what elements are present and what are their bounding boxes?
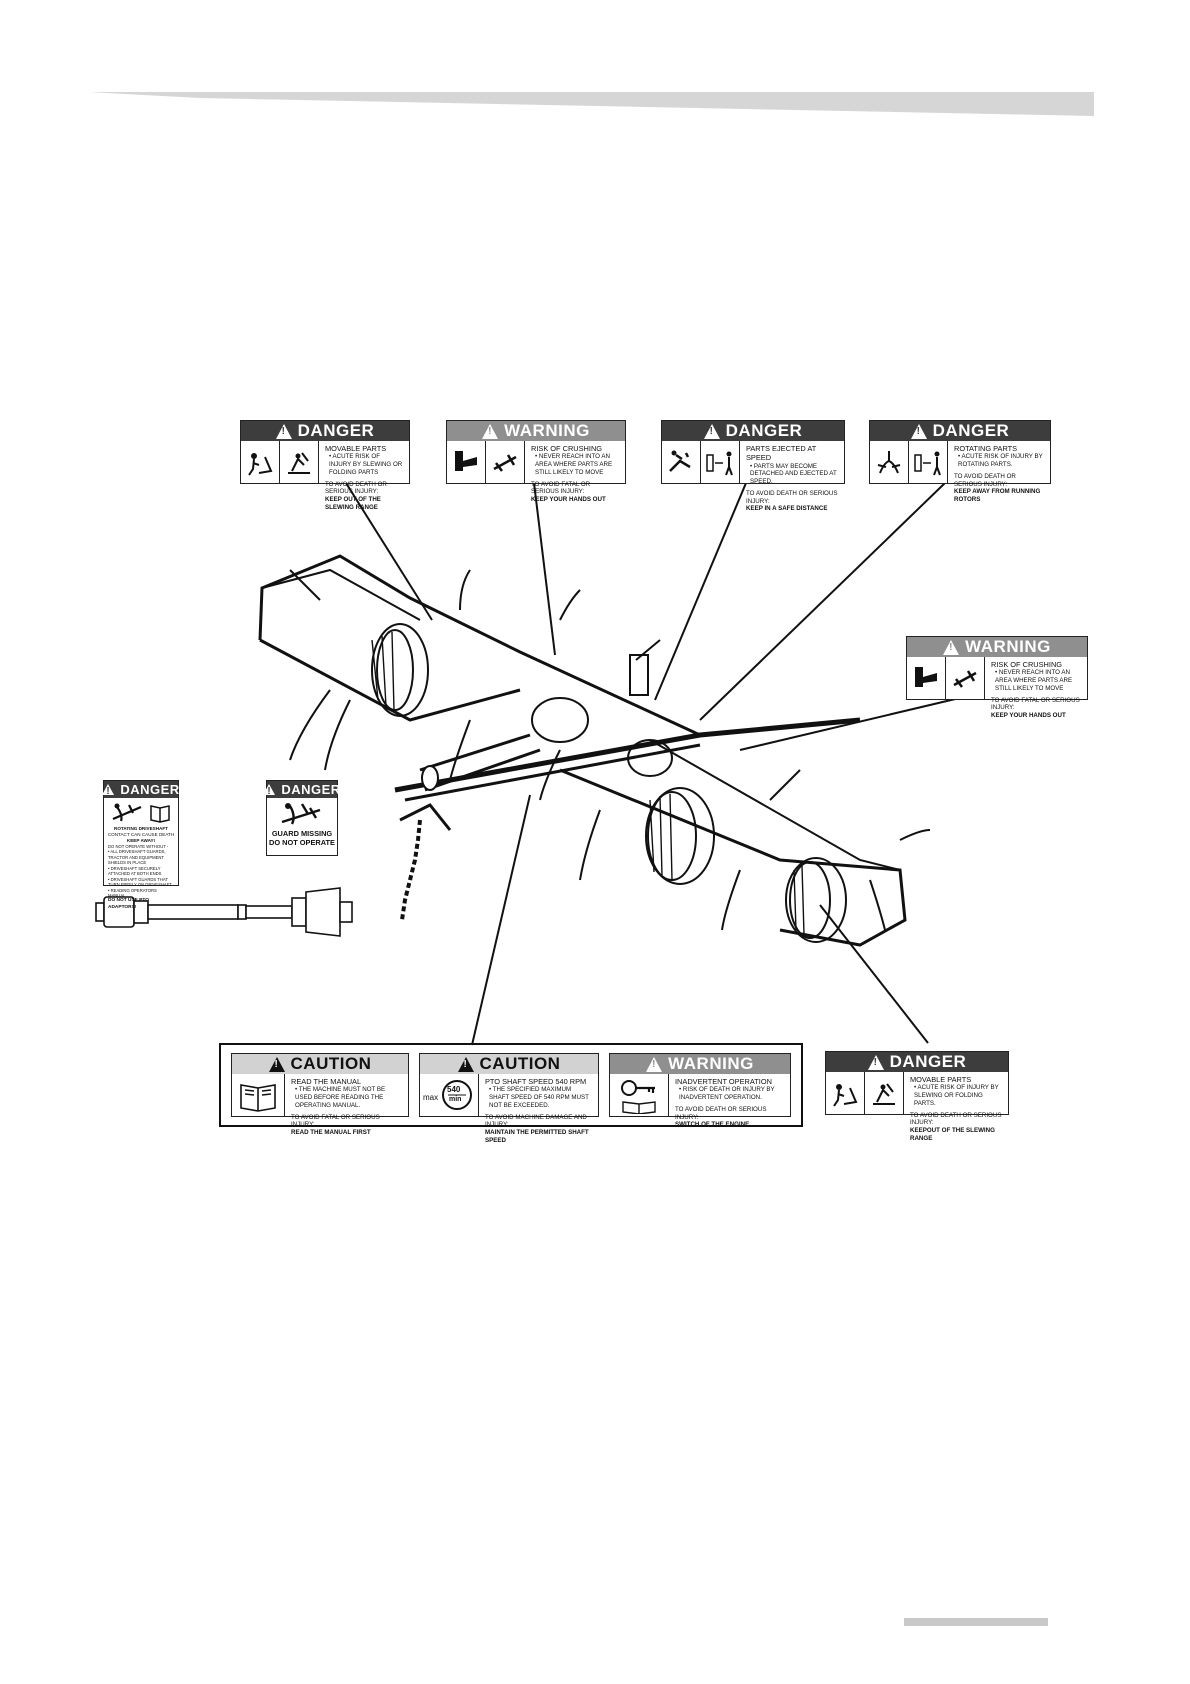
caution-read-manual-sticker: CAUTION READ THE MANUAL • THE MACHINE MU…	[231, 1053, 409, 1136]
warning-risk-of-crushing-sticker: WARNING RISK OF CRUSHING • NEVER REACH I…	[446, 420, 626, 503]
manual-book-icon	[232, 1074, 285, 1116]
warning-inadvertent-operation-sticker: WARNING INADVERTENT OPERATION • RISK OF …	[609, 1053, 791, 1128]
entanglement-pictogram	[112, 803, 142, 822]
bottom-labels-frame	[219, 1043, 803, 1127]
warning-triangle-icon	[268, 1056, 285, 1072]
danger-parts-ejected-sticker: DANGER PARTS EJECTED AT SPEED • PARTS MA…	[661, 420, 845, 512]
danger-movable-parts-sticker-bottom: DANGER MOVABLE PARTS • ACUTE RISK OF INJ…	[825, 1051, 1009, 1142]
warning-triangle-icon	[457, 1056, 474, 1072]
warning-triangle-icon	[867, 1054, 884, 1070]
warning-triangle-icon	[646, 1056, 663, 1072]
warning-triangle-icon	[910, 423, 927, 439]
pto-driveshaft-drawing	[95, 887, 353, 937]
slewing-parts-pictogram	[826, 1072, 865, 1114]
folding-parts-pictogram	[280, 441, 319, 483]
footer-bar	[904, 1618, 1048, 1626]
keep-away-pictogram	[909, 441, 948, 483]
ejected-parts-pictogram	[662, 441, 701, 483]
crushing-hand-pictogram	[447, 441, 486, 483]
danger-rotating-parts-sticker: DANGER ROTATING PARTS • ACUTE RISK OF IN…	[869, 420, 1051, 503]
rotating-rotor-pictogram	[870, 441, 909, 483]
warning-triangle-icon	[102, 784, 115, 797]
folding-parts-pictogram	[865, 1072, 904, 1114]
caution-pto-shaft-speed-sticker: CAUTION max 540 min PTO SHAFT SPEED 540 …	[419, 1053, 599, 1144]
warning-triangle-icon	[263, 784, 276, 797]
warning-triangle-icon	[703, 423, 720, 439]
header-band	[88, 92, 1094, 116]
safe-distance-pictogram	[701, 441, 740, 483]
warning-triangle-icon	[482, 423, 499, 439]
crushing-hand-pictogram	[907, 657, 946, 699]
moving-parts-pictogram	[946, 657, 985, 699]
warning-triangle-icon	[275, 423, 292, 439]
danger-movable-parts-sticker: DANGER MOVABLE PARTS • ACUTE RISK OF INJ…	[240, 420, 410, 511]
moving-parts-pictogram	[486, 441, 525, 483]
warning-risk-of-crushing-sticker-right: WARNING RISK OF CRUSHING • NEVER REACH I…	[906, 636, 1088, 719]
manual-book-icon	[150, 805, 170, 823]
warning-triangle-icon	[943, 639, 960, 655]
entanglement-pictogram	[281, 803, 321, 825]
danger-guard-missing-sticker: DANGER GUARD MISSING DO NOT OPERATE	[263, 780, 340, 856]
ignition-key-pictogram	[610, 1074, 669, 1116]
danger-rotating-driveshaft-sticker: DANGER ROTATING DRIVESHAFT CONTACT CAN C…	[102, 780, 179, 910]
slewing-parts-pictogram	[241, 441, 280, 483]
pto-speed-pictogram: max 540 min	[420, 1074, 479, 1116]
